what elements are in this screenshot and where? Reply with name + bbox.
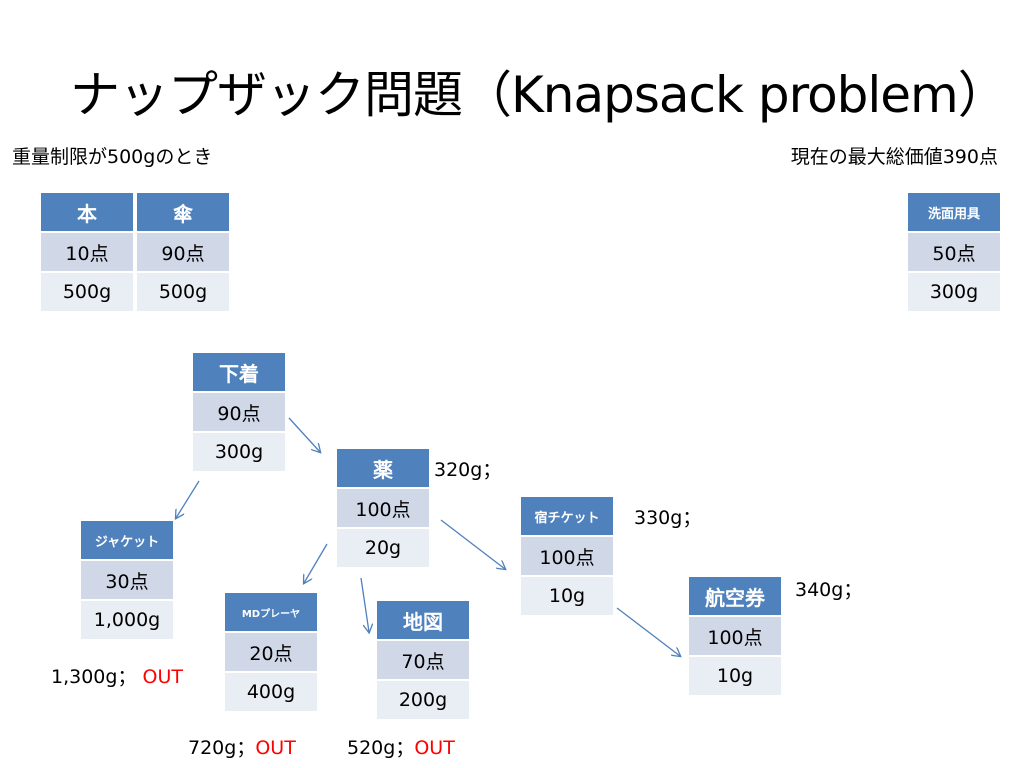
- item-card-koku: 航空券 100点 10g: [689, 577, 781, 697]
- item-name: 薬: [337, 449, 429, 487]
- item-value: 90点: [137, 233, 229, 271]
- item-name: 下着: [193, 353, 285, 391]
- item-name: 本: [41, 193, 133, 231]
- arrow-kusuri-to-chizu: [360, 577, 369, 632]
- cumulative-weight-md: 720g；OUT: [188, 736, 296, 760]
- item-name: MDプレーヤ: [225, 593, 317, 631]
- item-value: 100点: [689, 617, 781, 655]
- item-name: ジャケット: [81, 521, 173, 559]
- item-weight: 10g: [521, 577, 613, 615]
- weight-limit-text: 重量制限が500gのとき: [12, 146, 213, 168]
- item-value: 20点: [225, 633, 317, 671]
- item-card-hon: 本 10点 500g: [41, 193, 133, 313]
- arrow-yado-to-koku: [616, 607, 680, 656]
- item-value: 50点: [908, 233, 1000, 271]
- item-card-senmen: 洗面用具 50点 300g: [908, 193, 1000, 313]
- out-label: OUT: [255, 737, 296, 759]
- weight-text: 1,300g；: [51, 666, 137, 688]
- cumulative-weight-koku: 340g；: [795, 579, 863, 601]
- item-name: 宿チケット: [521, 497, 613, 535]
- item-card-yado: 宿チケット 100点 10g: [521, 497, 613, 617]
- item-weight: 500g: [41, 273, 133, 311]
- item-card-kusuri: 薬 100点 20g: [337, 449, 429, 569]
- out-label: OUT: [142, 666, 183, 688]
- item-name: 地図: [377, 601, 469, 639]
- item-value: 100点: [521, 537, 613, 575]
- weight-text: 520g；: [347, 737, 415, 759]
- item-value: 70点: [377, 641, 469, 679]
- cumulative-weight-yado: 330g；: [634, 507, 702, 529]
- item-value: 10点: [41, 233, 133, 271]
- arrow-shitagi-to-kusuri: [288, 417, 320, 452]
- item-name: 傘: [137, 193, 229, 231]
- item-value: 100点: [337, 489, 429, 527]
- item-name: 航空券: [689, 577, 781, 615]
- item-weight: 300g: [908, 273, 1000, 311]
- weight-text: 720g；: [188, 737, 256, 759]
- item-value: 30点: [81, 561, 173, 599]
- item-weight: 200g: [377, 681, 469, 719]
- item-card-chizu: 地図 70点 200g: [377, 601, 469, 721]
- cumulative-weight-jacket: 1,300g； OUT: [51, 665, 183, 689]
- item-weight: 10g: [689, 657, 781, 695]
- item-weight: 500g: [137, 273, 229, 311]
- item-card-shitagi: 下着 90点 300g: [193, 353, 285, 473]
- item-card-jacket: ジャケット 30点 1,000g: [81, 521, 173, 641]
- cumulative-weight-kusuri: 320g；: [434, 459, 502, 481]
- arrow-kusuri-to-yado: [440, 519, 505, 569]
- item-weight: 20g: [337, 529, 429, 567]
- slide-title: ナップザック問題（Knapsack problem）: [70, 66, 1008, 124]
- arrow-shitagi-to-jacket: [176, 480, 200, 518]
- max-value-text: 現在の最大総価値390点: [790, 146, 998, 168]
- item-weight: 300g: [193, 433, 285, 471]
- item-card-kasa: 傘 90点 500g: [137, 193, 229, 313]
- out-label: OUT: [414, 737, 455, 759]
- arrow-kusuri-to-md: [304, 543, 328, 583]
- item-value: 90点: [193, 393, 285, 431]
- cumulative-weight-chizu: 520g；OUT: [347, 736, 455, 760]
- item-weight: 400g: [225, 673, 317, 711]
- item-name: 洗面用具: [908, 193, 1000, 231]
- item-weight: 1,000g: [81, 601, 173, 639]
- item-card-md: MDプレーヤ 20点 400g: [225, 593, 317, 713]
